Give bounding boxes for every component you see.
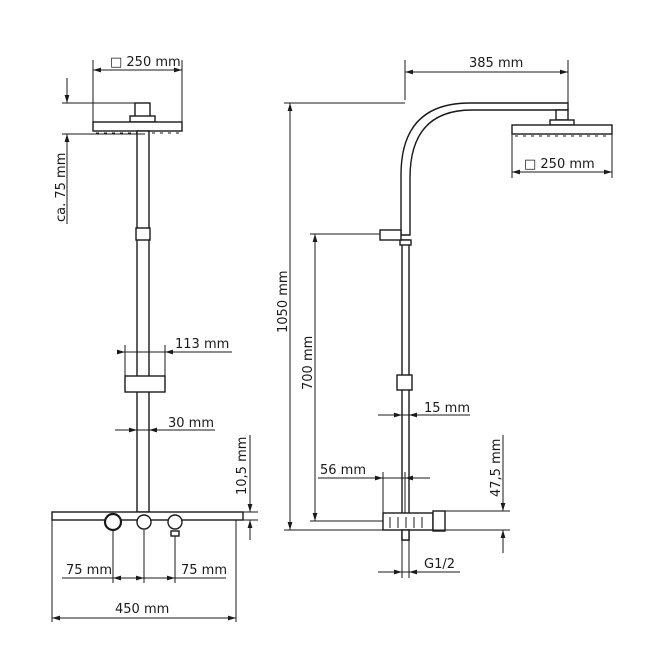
shower-head-front: [92, 102, 183, 134]
dim-holder-height: 700 mm: [301, 336, 316, 390]
dim-arm-reach: 385 mm: [469, 56, 523, 71]
dim-head-size-front: □ 250 mm: [110, 55, 181, 70]
dim-holder-width: 113 mm: [175, 337, 229, 352]
dim-total-height: 1050 mm: [276, 270, 291, 333]
pipe-coupling: [135, 227, 151, 241]
slider-side: [396, 374, 413, 391]
dim-inlet-spacing-left: 75 mm: [66, 563, 112, 578]
dim-thermostat-depth: 47,5 mm: [489, 439, 504, 497]
dim-head-height: ca. 75 mm: [54, 153, 69, 222]
dim-thermostat-offset: 10,5 mm: [235, 437, 250, 495]
dim-connection: G1/2: [424, 557, 455, 572]
wall-holder-side: [379, 229, 402, 241]
shower-arm: [400, 102, 569, 236]
side-view: 385 mm □ 250 mm 1050 mm 700 mm 15 mm 56 …: [276, 56, 613, 578]
dim-wall-distance: 56 mm: [320, 463, 366, 478]
pipe-coupling-side: [399, 239, 412, 246]
front-view: □ 250 mm ca. 75 mm 113 mm 30 mm 10,5 mm …: [51, 55, 258, 622]
dim-rod-diameter: 15 mm: [424, 401, 470, 416]
shower-head-side: [511, 109, 613, 137]
dim-inlet-spacing-right: 75 mm: [181, 563, 227, 578]
thermostat-side: [382, 510, 446, 541]
dim-head-size-side: □ 250 mm: [524, 157, 595, 172]
dim-thermostat-width: 450 mm: [115, 602, 169, 617]
holder-front: [124, 375, 166, 393]
dim-pipe-diameter: 30 mm: [168, 416, 214, 431]
shower-pipe-front: [136, 130, 150, 513]
thermostat-front: [51, 511, 244, 537]
